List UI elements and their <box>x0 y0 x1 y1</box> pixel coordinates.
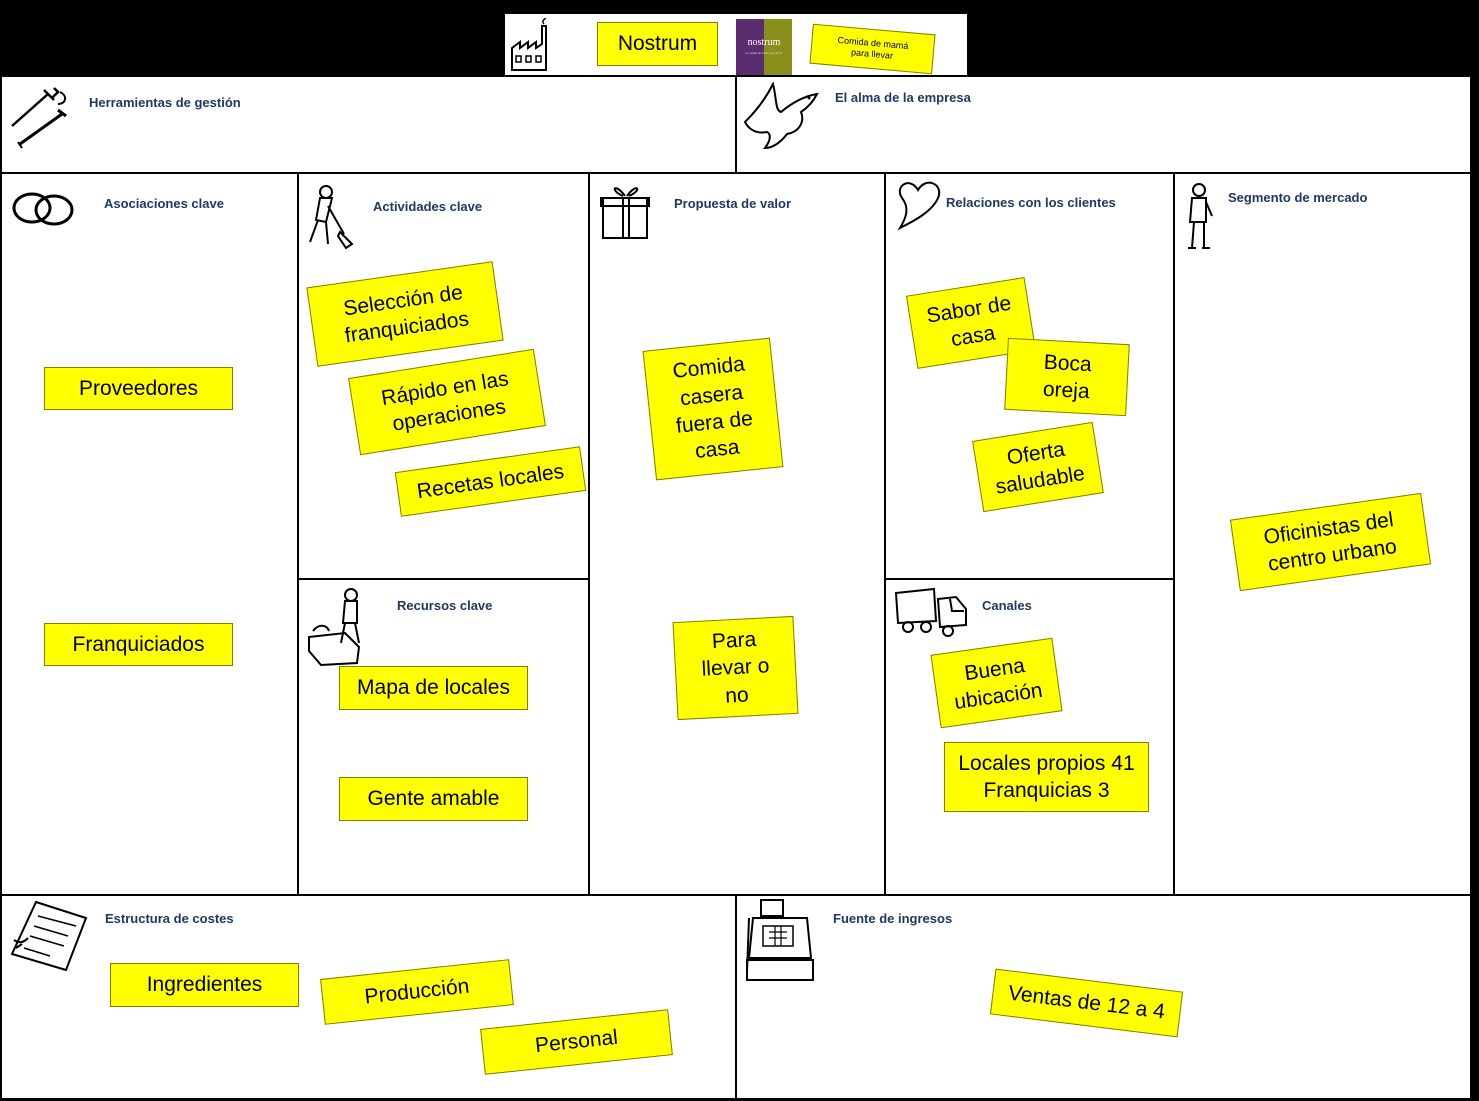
digging-person-icon <box>309 185 354 250</box>
receipt-icon <box>10 900 88 972</box>
person-icon <box>1188 183 1213 249</box>
chain-link-icon <box>12 192 74 226</box>
section-herramientas <box>1 76 736 173</box>
note-comida-casera: Comida casera fuera de casa <box>642 337 784 481</box>
person-with-box-icon <box>308 588 361 667</box>
tools-icon <box>11 87 67 149</box>
logo-subtext: la comida de mamá para llevar <box>745 51 783 55</box>
note-franquiciados: Franquiciados <box>44 623 233 666</box>
note-proveedores: Proveedores <box>44 367 233 410</box>
section-title-canales: Canales <box>982 598 1032 613</box>
heart-icon <box>897 181 941 231</box>
cash-register-icon <box>746 899 814 981</box>
note-mapa-locales: Mapa de locales <box>339 666 528 710</box>
section-recursos <box>298 579 589 895</box>
section-alma <box>736 76 1471 173</box>
section-title-asociaciones: Asociaciones clave <box>104 196 224 211</box>
section-title-actividades: Actividades clave <box>373 199 483 214</box>
section-asociaciones <box>1 173 298 895</box>
section-propuesta <box>589 173 885 895</box>
note-boca-oreja: Boca oreja <box>1004 337 1130 417</box>
note-gente-amable: Gente amable <box>339 777 528 821</box>
company-name-note: Nostrum <box>597 22 718 66</box>
section-title-relaciones: Relaciones con los clientes <box>946 195 1116 210</box>
truck-icon <box>894 587 967 637</box>
section-title-propuesta: Propuesta de valor <box>674 196 792 211</box>
section-title-ingresos: Fuente de ingresos <box>833 911 953 926</box>
section-title-recursos: Recursos clave <box>397 598 493 613</box>
company-logo: nostrum la comida de mamá para llevar <box>736 19 792 75</box>
section-title-herramientas: Herramientas de gestión <box>89 95 241 110</box>
note-ingredientes: Ingredientes <box>110 963 299 1007</box>
section-canales <box>885 579 1174 895</box>
logo-text: nostrum <box>747 37 781 48</box>
note-para-llevar: Para llevar o no <box>672 615 799 721</box>
gift-icon <box>600 187 650 239</box>
factory-icon <box>511 18 547 71</box>
section-title-alma: El alma de la empresa <box>835 90 971 105</box>
section-title-costes: Estructura de costes <box>105 911 234 926</box>
note-locales-franquicias: Locales propios 41 Franquicias 3 <box>944 742 1149 812</box>
section-title-segmento: Segmento de mercado <box>1228 190 1368 205</box>
dove-icon <box>743 82 819 150</box>
